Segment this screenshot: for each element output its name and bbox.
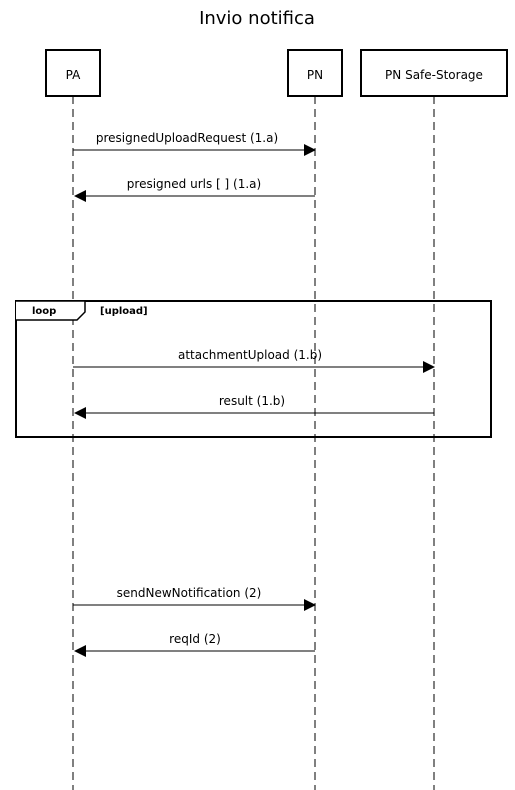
message-label: presignedUploadRequest (1.a) xyxy=(96,131,278,145)
loop-fragment: loop [upload] xyxy=(15,300,492,438)
loop-operator: loop xyxy=(32,306,56,317)
actor-storage-label: PN Safe-Storage xyxy=(385,68,483,82)
actor-pa: PA xyxy=(45,49,101,97)
loop-guard: [upload] xyxy=(100,306,148,317)
diagram-title: Invio notifica xyxy=(199,8,315,29)
message-attachment-upload: attachmentUpload (1.b) xyxy=(73,348,435,373)
message-send-new-notification: sendNewNotification (2) xyxy=(73,586,316,611)
message-req-id: reqId (2) xyxy=(74,632,315,657)
message-label: attachmentUpload (1.b) xyxy=(178,348,322,362)
message-label: presigned urls [ ] (1.a) xyxy=(127,177,261,191)
actor-pn-label: PN xyxy=(307,68,323,82)
message-result: result (1.b) xyxy=(74,394,434,419)
actor-pa-label: PA xyxy=(66,68,81,82)
message-presigned-upload-request: presignedUploadRequest (1.a) xyxy=(73,131,316,156)
actor-storage: PN Safe-Storage xyxy=(360,49,508,97)
message-presigned-urls: presigned urls [ ] (1.a) xyxy=(74,177,315,202)
actor-pn: PN xyxy=(287,49,343,97)
message-label: sendNewNotification (2) xyxy=(117,586,262,600)
message-label: reqId (2) xyxy=(169,632,221,646)
message-label: result (1.b) xyxy=(219,394,285,408)
